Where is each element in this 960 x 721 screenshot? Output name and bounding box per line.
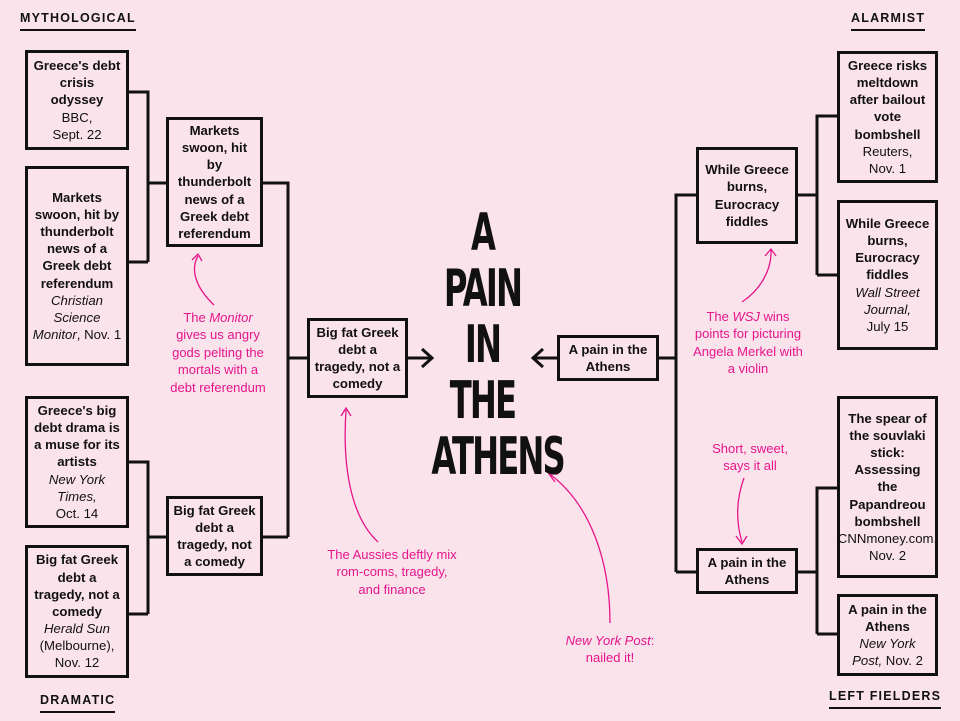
champion-title: A PAIN IN THE ATHENS [431, 203, 565, 487]
title-line: IN [464, 315, 502, 375]
entrant-box-nypost: A pain in the Athens New York Post, Nov.… [837, 594, 938, 676]
annotation-nypost: New York Post: nailed it! [548, 632, 672, 667]
entrant-box-herald-sun: Big fat Greek debt a tragedy, not a come… [25, 545, 129, 678]
round2-headline: A pain in the Athens [707, 554, 787, 587]
finalist-headline: Big fat Greek debt a tragedy, not a come… [314, 324, 401, 392]
round2-box-left-bottom: Big fat Greek debt a tragedy, not a come… [166, 496, 263, 576]
entrant-box-csm: Markets swoon, hit by thunderbolt news o… [25, 166, 129, 366]
annotation-text: : nailed it! [585, 633, 655, 666]
entrant-source: BBC, [61, 109, 93, 125]
annotation-text: The [183, 310, 210, 325]
label-alarmist: ALARMIST [851, 11, 926, 31]
entrant-source: Reuters, [862, 143, 913, 159]
entrant-source: CNNmoney.com, Nov. 2 [837, 530, 938, 564]
entrant-box-nyt: Greece's big debt drama is a muse for it… [25, 396, 129, 528]
label-dramatic: DRAMATIC [40, 693, 116, 713]
title-line: A PAIN [443, 203, 523, 319]
annotation-text: The [706, 309, 733, 324]
entrant-source: New York Times, [48, 471, 106, 504]
entrant-date: (Melbourne), Nov. 12 [39, 638, 115, 671]
entrant-date: Sept. 22 [52, 126, 102, 142]
annotation-aussies: The Aussies deftly mix rom-coms, tragedy… [327, 547, 457, 597]
annotation-emphasis: New York Post [565, 633, 651, 648]
entrant-date: Nov. 1 [868, 160, 907, 176]
round2-box-right-top: While Greece burns, Eurocracy fiddles [696, 147, 798, 244]
entrant-box-bbc: Greece's debt crisis odyssey BBC,Sept. 2… [25, 50, 129, 150]
entrant-headline: Greece's debt crisis odyssey [33, 58, 121, 108]
annotation-emphasis: WSJ [732, 309, 760, 324]
entrant-date: July 15 [866, 318, 909, 334]
entrant-date: , Nov. 1 [76, 327, 122, 343]
entrant-headline: Greece's big debt drama is a muse for it… [34, 402, 120, 470]
entrant-source: Herald Sun [44, 621, 110, 637]
annotation-text: wins points for picturing Angela Merkel … [693, 309, 803, 377]
entrant-date: Oct. 14 [55, 505, 99, 521]
entrant-headline: The spear of the souvlaki stick: Assessi… [848, 410, 927, 529]
annotation-wsj: The WSJ wins points for picturing Angela… [692, 308, 804, 378]
title-line: ATHENS [431, 427, 565, 487]
round2-headline: While Greece burns, Eurocracy fiddles [705, 162, 789, 229]
annotation-emphasis: Monitor [209, 310, 253, 325]
entrant-source: Wall Street Journal, [855, 284, 920, 317]
entrant-headline: A pain in the Athens [848, 601, 927, 634]
entrant-source: Christian Science Monitor [32, 292, 104, 343]
round2-box-right-bottom: A pain in the Athens [696, 548, 798, 594]
finalist-box-right: A pain in the Athens [557, 335, 659, 381]
round2-box-left-top: Markets swoon, hit by thunderbolt news o… [166, 117, 263, 247]
annotation-monitor: The Monitor gives us angry gods pelting … [168, 309, 268, 396]
entrant-box-cnnmoney: The spear of the souvlaki stick: Assessi… [837, 396, 938, 578]
entrant-headline: Greece risks meltdown after bailout vote… [847, 57, 928, 142]
round2-headline: Markets swoon, hit by thunderbolt news o… [177, 122, 252, 241]
round2-headline: Big fat Greek debt a tragedy, not a come… [173, 502, 256, 570]
title-line: THE [449, 371, 517, 431]
entrant-date: Nov. 2 [885, 653, 923, 669]
label-left-fielders: LEFT FIELDERS [829, 689, 942, 709]
entrant-headline: While Greece burns, Eurocracy fiddles [845, 215, 930, 283]
annotation-short-sweet: Short, sweet, says it all [712, 441, 788, 474]
entrant-headline: Big fat Greek debt a tragedy, not a come… [34, 552, 120, 619]
annotation-text: gives us angry gods pelting the mortals … [170, 327, 266, 395]
entrant-headline: Markets swoon, hit by thunderbolt news o… [34, 189, 120, 291]
finalist-box-left: Big fat Greek debt a tragedy, not a come… [307, 318, 408, 398]
finalist-headline: A pain in the Athens [568, 341, 648, 374]
entrant-box-reuters: Greece risks meltdown after bailout vote… [837, 51, 938, 183]
label-mythological: MYTHOLOGICAL [20, 11, 136, 31]
entrant-source: New York Post, [852, 636, 916, 669]
entrant-box-wsj: While Greece burns, Eurocracy fiddles Wa… [837, 200, 938, 350]
